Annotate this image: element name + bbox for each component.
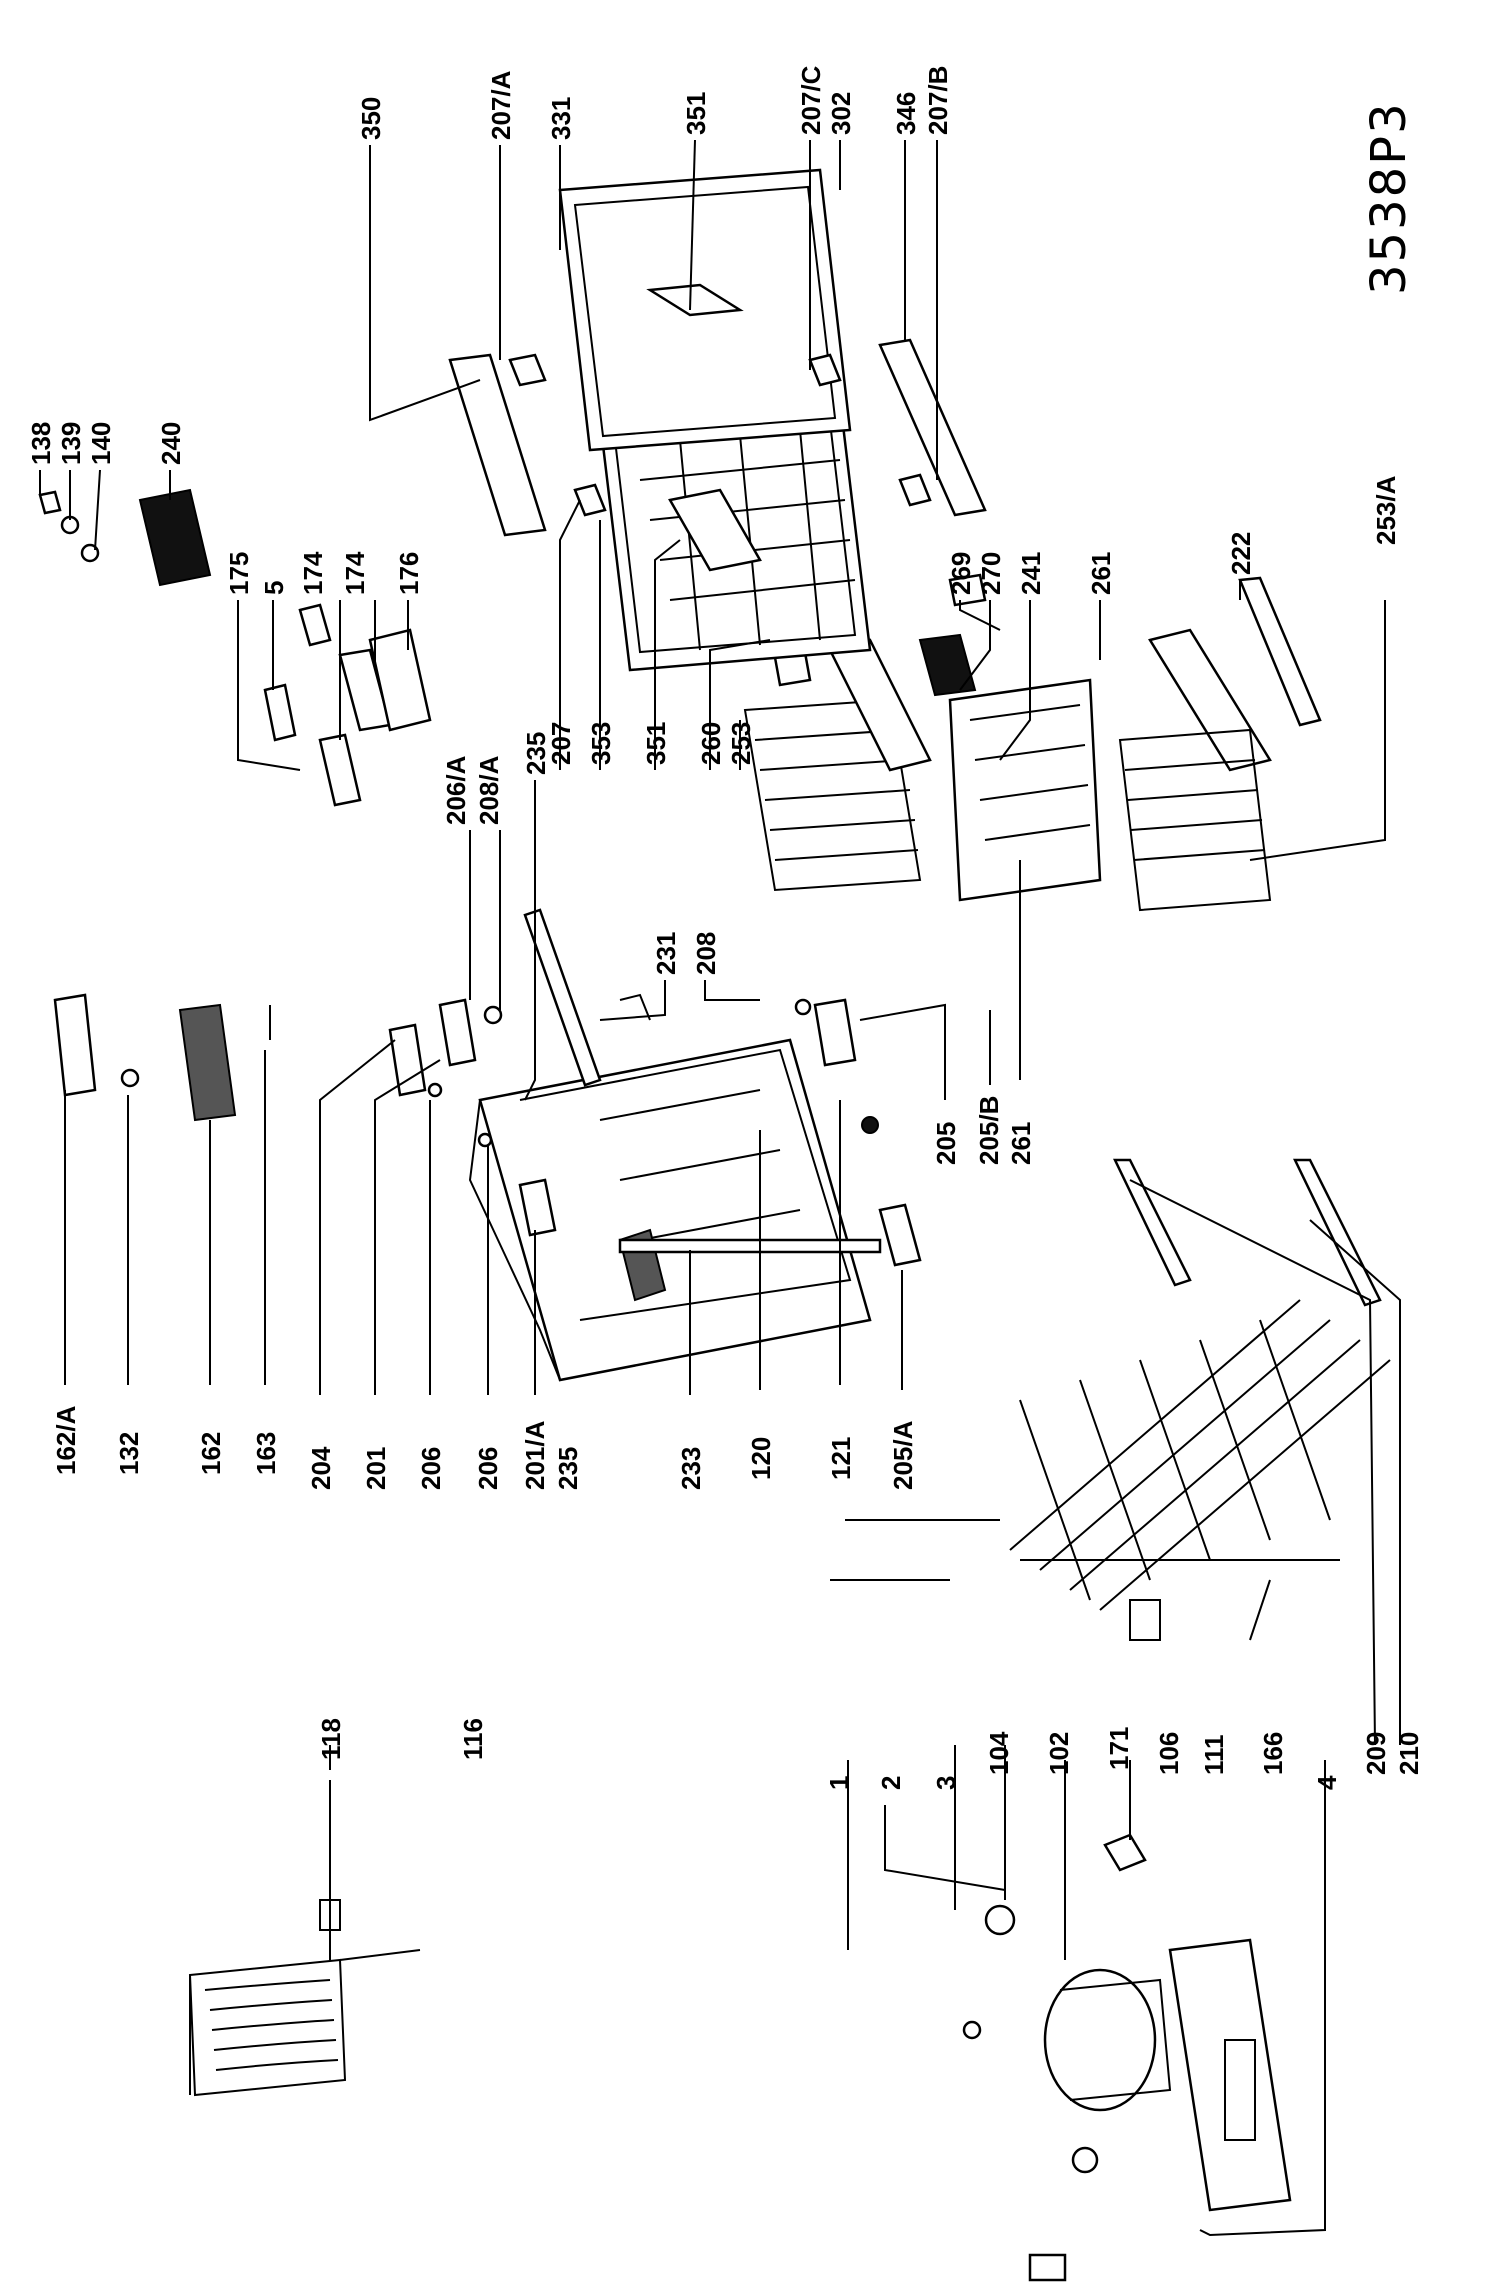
label-207c: 207/C (796, 65, 826, 135)
label-241: 241 (1016, 552, 1046, 595)
cabinet (468, 908, 922, 1382)
label-171: 171 (1104, 1727, 1134, 1770)
compressor (962, 1833, 1292, 2282)
label-166: 166 (1258, 1732, 1288, 1775)
label-5: 5 (259, 581, 289, 595)
label-163: 163 (251, 1432, 281, 1475)
label-208A: 208/A (474, 755, 504, 825)
label-351: 351 (681, 92, 711, 135)
label-121: 121 (826, 1437, 856, 1480)
label-139: 139 (56, 422, 86, 465)
label-351-b: 351 (641, 722, 671, 765)
label-116: 116 (458, 1718, 488, 1760)
label-138: 138 (26, 422, 56, 465)
label-210: 210 (1394, 1732, 1424, 1775)
label-331: 331 (546, 97, 576, 140)
label-120: 120 (746, 1437, 776, 1480)
label-205b: 205/B (974, 1096, 1004, 1165)
label-2: 2 (876, 1776, 906, 1790)
ice-tray-parts (38, 488, 432, 807)
label-346: 346 (891, 92, 921, 135)
label-162: 162 (196, 1432, 226, 1475)
label-235-b: 235 (553, 1447, 583, 1490)
label-253: 253 (726, 722, 756, 765)
label-206-b: 206 (473, 1447, 503, 1490)
label-174-a: 174 (298, 551, 328, 595)
label-205: 205 (931, 1122, 961, 1165)
label-118: 118 (316, 1718, 346, 1760)
label-201a: 201/A (520, 1420, 550, 1490)
label-253a: 253/A (1371, 475, 1401, 545)
label-261: 261 (1086, 552, 1116, 595)
label-350: 350 (356, 97, 386, 140)
label-270: 270 (976, 552, 1006, 595)
rails (1113, 1158, 1382, 1307)
label-206-a: 206 (416, 1447, 446, 1490)
label-1: 1 (824, 1776, 854, 1790)
label-111: 111 (1199, 1734, 1229, 1775)
evaporator-grid (1009, 1299, 1391, 1641)
label-233: 233 (676, 1447, 706, 1490)
label-106: 106 (1154, 1732, 1184, 1775)
hinge-parts (794, 998, 857, 1067)
control-parts (53, 993, 503, 1148)
label-208: 208 (691, 932, 721, 975)
label-269: 269 (946, 552, 976, 595)
label-353: 353 (586, 722, 616, 765)
label-201: 201 (361, 1447, 391, 1490)
door-assembly (448, 168, 987, 672)
label-235: 235 (521, 732, 551, 775)
label-140: 140 (86, 422, 116, 465)
condenser-coil (188, 1810, 421, 2097)
label-3: 3 (931, 1776, 961, 1790)
label-204: 204 (306, 1446, 336, 1490)
leader-lines (39, 139, 1401, 2237)
callout-labels: 118 116 1 2 3 104 102 171 106 111 166 4 … (26, 65, 1424, 1790)
label-207b: 207/B (923, 66, 953, 135)
label-209: 209 (1361, 1732, 1391, 1775)
label-260: 260 (696, 722, 726, 765)
label-231: 231 (651, 932, 681, 975)
label-176: 176 (394, 552, 424, 595)
label-207a: 207/A (486, 70, 516, 140)
label-240: 240 (156, 422, 186, 465)
label-207: 207 (546, 722, 576, 765)
label-102: 102 (1044, 1732, 1074, 1775)
label-302: 302 (826, 92, 856, 135)
label-261-b: 261 (1006, 1122, 1036, 1165)
label-132: 132 (114, 1432, 144, 1475)
label-206A: 206/A (441, 755, 471, 825)
label-162a: 162/A (51, 1405, 81, 1475)
label-205a: 205/A (888, 1420, 918, 1490)
label-175: 175 (224, 552, 254, 595)
label-222: 222 (1226, 532, 1256, 575)
label-4: 4 (1312, 1775, 1342, 1790)
label-174-b: 174 (340, 551, 370, 595)
label-104: 104 (984, 1731, 1014, 1775)
drawing-code: 3538P3 (1361, 101, 1417, 295)
